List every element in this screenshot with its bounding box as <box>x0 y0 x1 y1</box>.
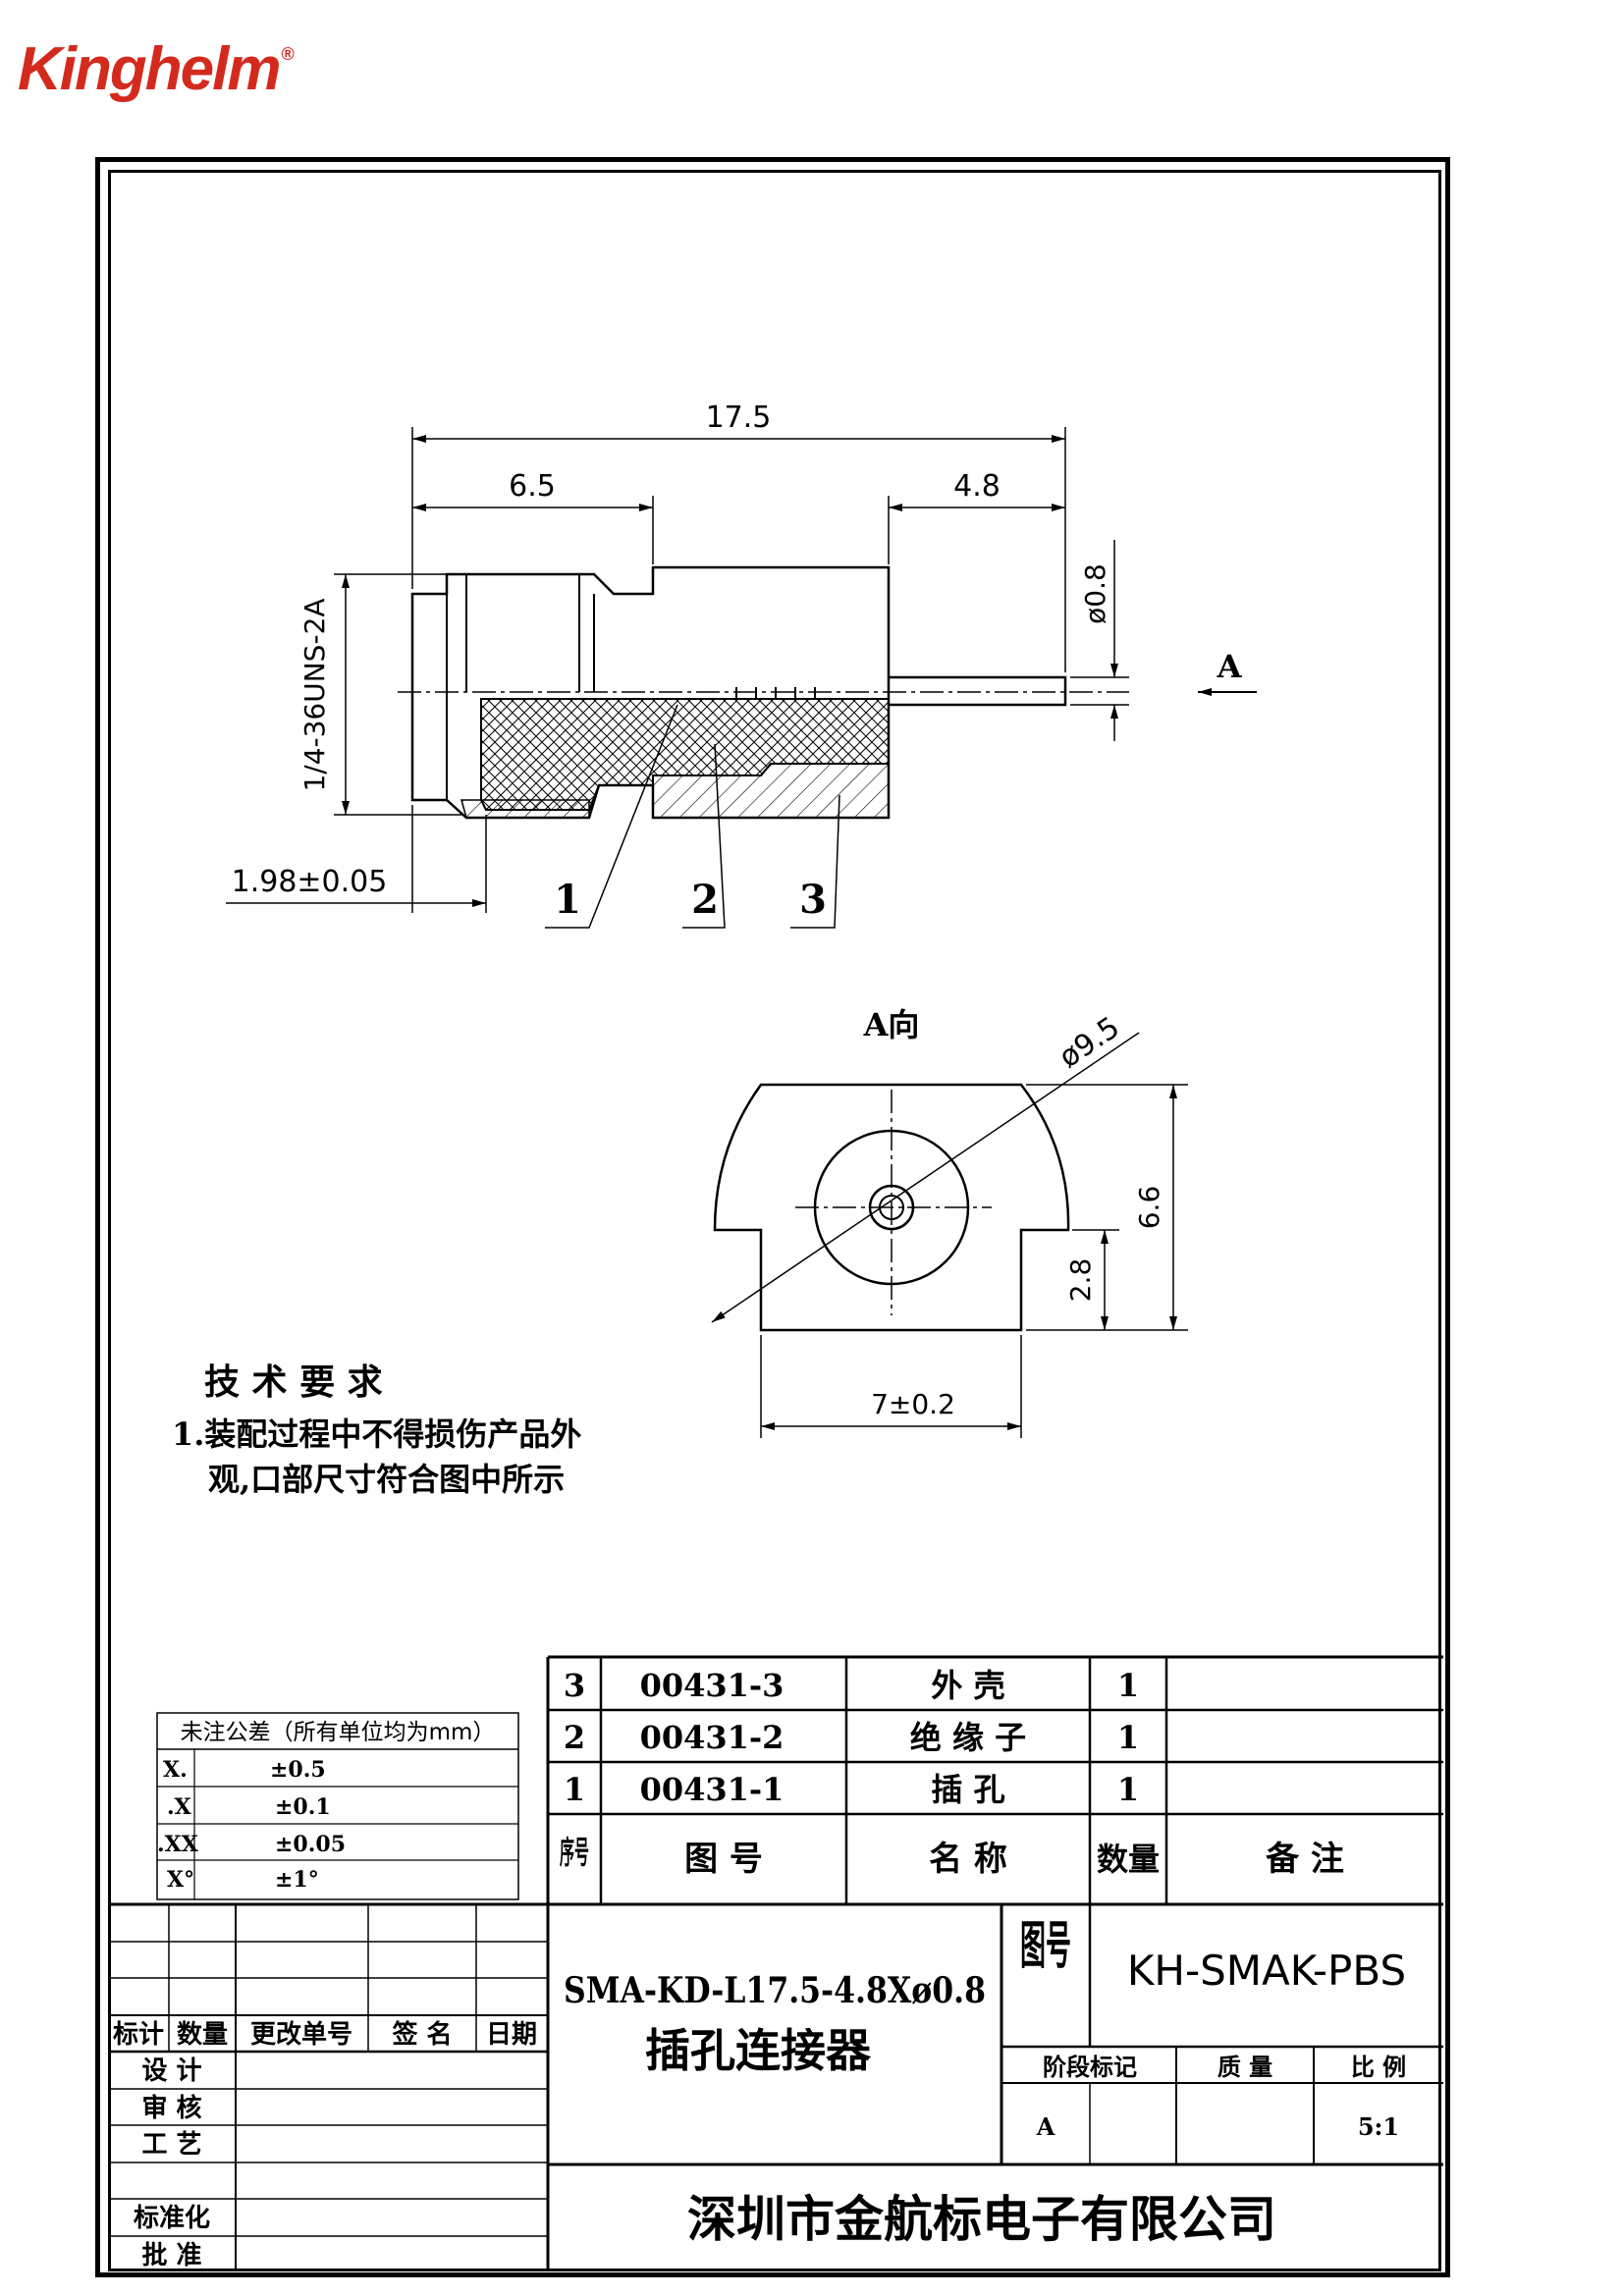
tol-row-2-key: .XX <box>157 1832 199 1857</box>
end-view-title: A向 <box>863 1006 920 1043</box>
role-1: 审 核 <box>141 2093 201 2123</box>
tech-req-line2: 观,口部尺寸符合图中所示 <box>208 1461 565 1498</box>
bom-row-0-name: 外 壳 <box>931 1667 1004 1704</box>
bom-row-2-code: 00431-1 <box>640 1771 784 1808</box>
bom-row-2-name: 插 孔 <box>931 1771 1004 1808</box>
mass-label: 质 量 <box>1217 2053 1272 2081</box>
tol-row-0-val: ±0.5 <box>270 1757 326 1783</box>
dim-width-label: 7±0.2 <box>871 1388 955 1420</box>
drawing-number: KH-SMAK-PBS <box>1127 1947 1406 1995</box>
dim-dia-label: ø9.5 <box>1054 1010 1126 1075</box>
tol-row-0-key: X. <box>163 1757 188 1783</box>
tol-row-3-key: X° <box>167 1867 194 1893</box>
bom-header-qty: 数量 <box>1097 1841 1160 1878</box>
tolerance-box <box>156 1712 519 1900</box>
bom-table: 3 00431-3 外 壳 1 2 00431-2 绝 缘 子 1 1 0043… <box>546 1655 1443 2271</box>
tol-row-2-val: ±0.05 <box>275 1832 346 1857</box>
logo-mark: ® <box>281 44 294 64</box>
bom-row-1-code: 00431-2 <box>640 1719 784 1756</box>
callout-1: 1 <box>554 877 581 923</box>
flange-outline <box>713 1083 1070 1332</box>
dim-line-dia <box>711 1032 1140 1323</box>
tech-requirements: 技 术 要 求 1.装配过程中不得损伤产品外 观,口部尺寸符合图中所示 <box>172 1362 581 1498</box>
role-3: 标准化 <box>134 2204 210 2233</box>
dim-right-label: 4.8 <box>953 469 1001 504</box>
scale-label: 比 例 <box>1351 2053 1406 2081</box>
kinghelm-logo: Kinghelm® <box>18 39 295 100</box>
dim-thread-label: 1/4-36UNS-2A <box>298 598 331 791</box>
drawing-frame-outer <box>95 157 1450 2277</box>
callout-leader-1 <box>545 704 678 929</box>
tolerance-title: 未注公差（所有单位均为mm） <box>181 1720 496 1745</box>
bom-row-0-qty: 1 <box>1117 1667 1139 1704</box>
bom-header-note: 备 注 <box>1266 1840 1344 1879</box>
tol-row-1-val: ±0.1 <box>275 1794 331 1820</box>
tech-req-heading: 技 术 要 求 <box>204 1362 383 1403</box>
dim-pin-label: ø0.8 <box>1079 563 1111 624</box>
drawing-frame-inner <box>108 170 1441 2271</box>
pin-outline <box>889 675 1067 707</box>
rev-header-1: 数量 <box>177 2020 228 2050</box>
bom-row-0-code: 00431-3 <box>640 1667 784 1704</box>
view-arrow-label: A <box>1217 648 1243 685</box>
company-name: 深圳市金航标电子有限公司 <box>687 2190 1276 2248</box>
end-view: A向 ø9.5 6.6 2.8 7±0.2 <box>711 1006 1188 1438</box>
title-block: 标计 数量 更改单号 签 名 日期 设 计 审 核 工 艺 标准化 批 准 SM… <box>108 1902 1443 2271</box>
tolerance-table: 未注公差（所有单位均为mm） X. ±0.5 .X ±0.1 .XX ±0.05… <box>156 1712 519 1900</box>
bom-header-no: 序号 <box>560 1834 589 1871</box>
bom-header-name: 名 称 <box>929 1840 1007 1879</box>
logo-text: Kinghelm <box>18 35 281 103</box>
callout-leader-2 <box>682 743 726 929</box>
role-4: 批 准 <box>141 2241 201 2270</box>
role-2: 工 艺 <box>141 2130 201 2160</box>
bom-row-1-no: 2 <box>564 1719 585 1756</box>
callout-2: 2 <box>691 877 719 923</box>
bom-row-0-no: 3 <box>564 1667 585 1704</box>
scale-value: 5:1 <box>1358 2112 1399 2141</box>
bom-row-2-no: 1 <box>564 1771 585 1808</box>
callout-3: 3 <box>799 877 827 923</box>
bom-header-code: 图 号 <box>684 1840 763 1879</box>
role-0: 设 计 <box>141 2056 201 2086</box>
dim-height-label: 6.6 <box>1133 1186 1165 1230</box>
stage-label: 阶段标记 <box>1043 2053 1137 2081</box>
bom-row-1-qty: 1 <box>1117 1719 1139 1756</box>
dim-total-label: 17.5 <box>706 400 772 435</box>
callout-leader-3 <box>790 794 840 929</box>
shell-lower-ring <box>460 799 590 819</box>
tol-row-3-val: ±1° <box>275 1867 319 1893</box>
part-title: SMA-KD-L17.5-4.8Xø0.8 <box>564 1970 986 2011</box>
dim-flange-label: 1.98±0.05 <box>232 865 388 899</box>
tol-row-1-key: .X <box>167 1794 192 1820</box>
part-name: 插孔连接器 <box>645 2024 872 2077</box>
tech-req-line1: 1.装配过程中不得损伤产品外 <box>172 1415 581 1453</box>
dim-lower-label: 2.8 <box>1064 1258 1097 1303</box>
dim-left-label: 6.5 <box>509 469 556 504</box>
rev-header-4: 日期 <box>486 2020 537 2050</box>
bom-row-2-qty: 1 <box>1117 1771 1139 1808</box>
drawing-label: 图号 <box>1020 1916 1071 1976</box>
rev-header-3: 签 名 <box>392 2019 452 2050</box>
shell-section <box>652 763 890 819</box>
bom-row-1-name: 绝 缘 子 <box>910 1719 1026 1756</box>
side-view: 17.5 6.5 4.8 ø0.8 A 1/4-36UNS-2A 1.98±0.… <box>226 400 1257 929</box>
rev-header-2: 更改单号 <box>250 2019 352 2050</box>
stage-value: A <box>1036 2112 1055 2141</box>
rev-header-0: 标计 <box>113 2020 164 2050</box>
